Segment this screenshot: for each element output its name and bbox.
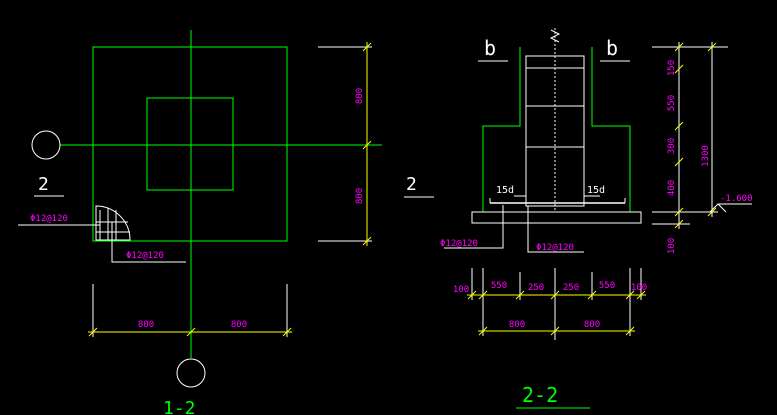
section-rebar-right: Φ12@120: [536, 243, 574, 253]
section-dim-bottom-left: 800: [509, 320, 525, 330]
elevation-label: -1.600: [720, 194, 753, 204]
footing-outline: [92, 46, 288, 242]
section-rebar-left: Φ12@120: [440, 239, 478, 249]
axis-bubble-bottom: [176, 358, 206, 388]
lap-left: 15d: [496, 185, 514, 196]
section-dim-v-2: 300: [667, 138, 677, 154]
plan-dim-bottom: 800: [355, 188, 365, 204]
column-outline: [146, 97, 234, 191]
axis-bubble-left: [31, 130, 61, 160]
section-dim-v-4: 100: [667, 238, 677, 254]
rebar-label-a: Φ12@120: [30, 214, 68, 224]
section-dim-h-0: 100: [453, 285, 469, 295]
section-dim-h-2: 250: [528, 283, 544, 293]
section-mark-right: 2: [406, 174, 417, 195]
section-dim-v-0: 150: [667, 60, 677, 76]
plan-view: 2 Φ12@120 Φ12@120 800 800 800 800 1-2: [18, 30, 382, 415]
rebar-cage: [525, 55, 585, 207]
section-title: 2-2: [522, 383, 558, 407]
cut-mark-left: b: [484, 36, 496, 60]
plan-dim-right: 800: [231, 320, 247, 330]
rebar-detail-arc: [95, 205, 131, 241]
section-dim-v-1: 550: [667, 95, 677, 111]
section-dim-total: 1300: [701, 145, 711, 167]
section-dim-h-3: 250: [563, 283, 579, 293]
section-mark-left: 2: [38, 174, 49, 195]
plan-dim-left: 800: [138, 320, 154, 330]
lap-right: 15d: [587, 185, 605, 196]
section-dim-h-4: 550: [599, 281, 615, 291]
section-dim-h-1: 550: [491, 281, 507, 291]
plan-bottom-label: 1-2: [163, 398, 196, 415]
section-dim-v-3: 400: [667, 180, 677, 196]
rebar-label-b: Φ12@120: [126, 251, 164, 261]
plan-dim-top: 800: [355, 88, 365, 104]
section-dim-bottom-right: 800: [584, 320, 600, 330]
cut-mark-right: b: [606, 36, 618, 60]
section-dim-h-5: 100: [631, 283, 647, 293]
section-view: b b 15d 15d Φ12@120 Φ12@120: [440, 28, 753, 409]
blinding-layer: [471, 211, 642, 224]
